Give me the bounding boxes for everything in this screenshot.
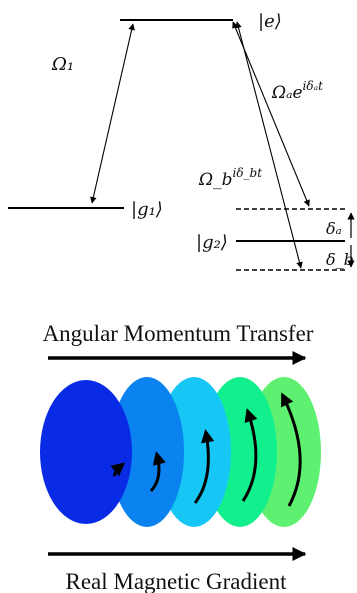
omega-b-transition-arrow	[235, 21, 303, 269]
omega-1-transition-arrow	[90, 23, 135, 204]
omega-a-exponent: iδₐt	[303, 79, 324, 93]
ground-1-level-label: |g₁⟩	[131, 199, 163, 220]
rotation-arrow-disk-2	[110, 462, 126, 477]
rotation-arrow-disk-5	[241, 408, 258, 502]
real-magnetic-gradient-title: Real Magnetic Gradient	[66, 569, 288, 593]
spin-disk-stack	[40, 377, 321, 527]
angular-momentum-transfer-title: Angular Momentum Transfer	[43, 321, 314, 346]
ground-2-level-label: |g₂⟩	[196, 232, 228, 253]
excited-level-label: |e⟩	[258, 11, 282, 32]
omega-b-base: Ω_b	[198, 170, 232, 190]
omega-b-exponent: iδ_bt	[232, 166, 262, 180]
omega-b-label: Ω_biδ_bt	[198, 166, 262, 190]
omega-a-base: Ωₐe	[271, 83, 303, 103]
spin-disk-2	[110, 377, 184, 527]
rotation-arrow-disk-6	[281, 392, 302, 507]
rotation-arrow-disk-3	[149, 451, 166, 493]
omega-a-label: Ωₐeiδₐt	[271, 79, 323, 103]
omega-1-label: Ω₁	[51, 54, 74, 75]
delta-b-label: δ_b	[326, 250, 354, 269]
spin-disk-1	[40, 380, 132, 524]
rotation-arrow-disk-4	[193, 429, 215, 504]
delta-a-label: δₐ	[326, 219, 342, 238]
